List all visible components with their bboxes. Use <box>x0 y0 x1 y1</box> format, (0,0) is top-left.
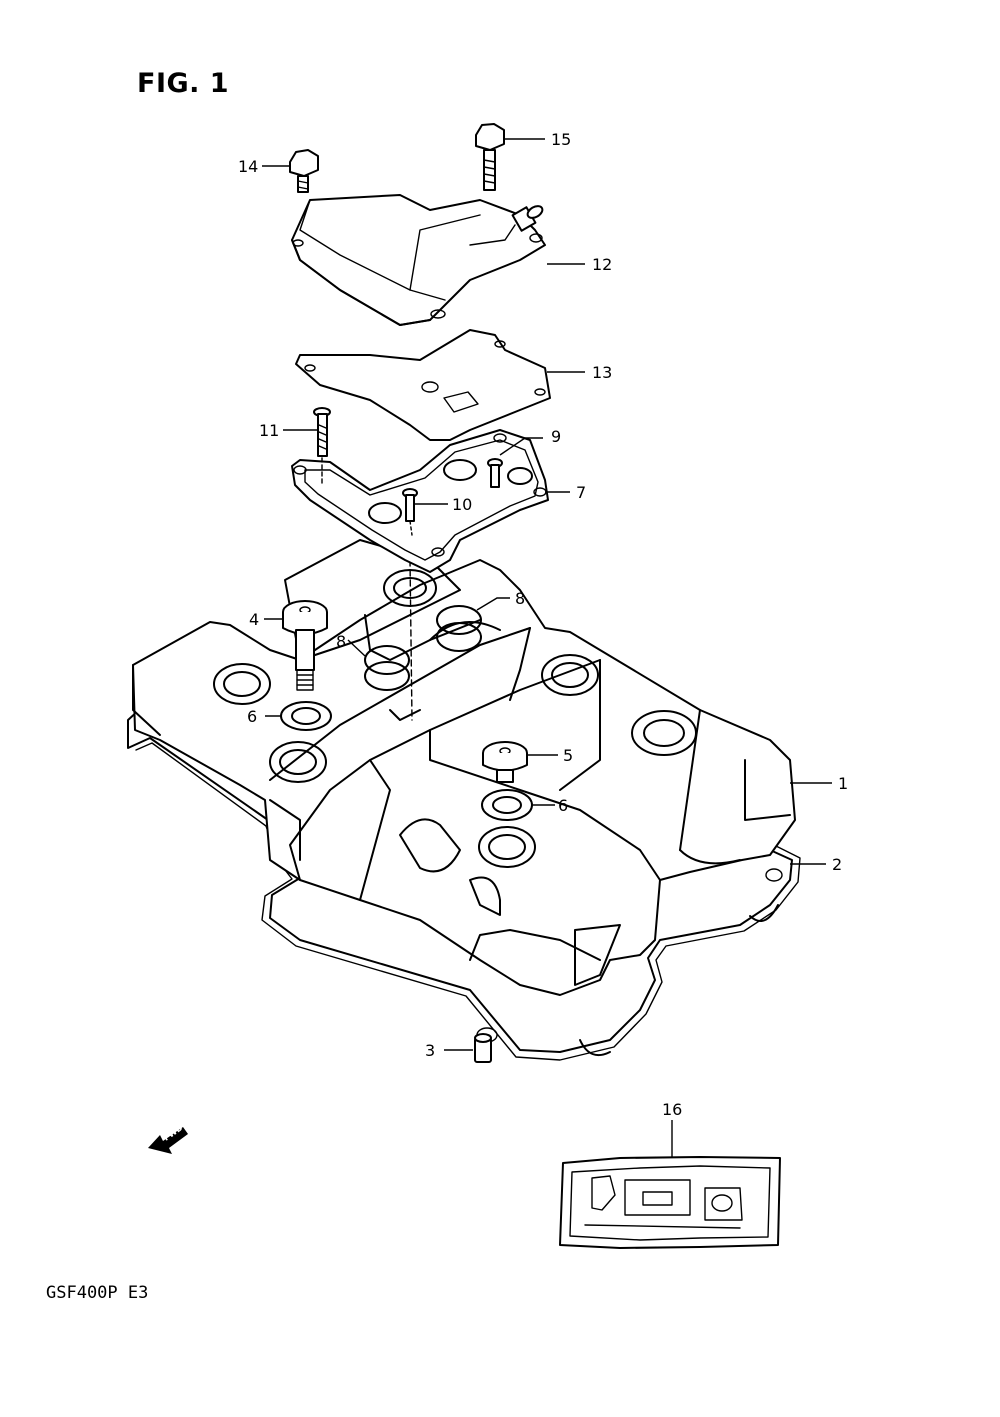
callout-16: 16 <box>662 1100 682 1119</box>
model-code: GSF400P E3 <box>46 1283 149 1303</box>
callout-15: 15 <box>551 130 571 149</box>
grommet-part-6-right <box>481 789 533 821</box>
callout-8-lower: 8 <box>336 632 346 651</box>
bolt-part-15 <box>475 123 505 191</box>
o-ring-parts <box>364 605 482 691</box>
callout-12: 12 <box>592 255 612 274</box>
callout-10: 10 <box>452 495 472 514</box>
leader-lines <box>262 138 832 1157</box>
cylinder-head-cover <box>132 539 796 996</box>
callout-13: 13 <box>592 363 612 382</box>
screw-parts-9-10 <box>402 458 503 536</box>
bolt-part-4 <box>282 600 328 691</box>
screw-part-11 <box>313 407 331 486</box>
callout-9: 9 <box>551 427 561 446</box>
bolt-part-14 <box>289 149 319 193</box>
gasket-set-part-16 <box>559 1156 781 1249</box>
breather-gasket-part-13 <box>295 329 551 441</box>
dowel-pin-part-3 <box>474 1033 492 1063</box>
forward-direction-arrow-icon: FWD <box>148 1123 188 1154</box>
callout-11: 11 <box>259 421 279 440</box>
callout-8-upper: 8 <box>515 589 525 608</box>
callout-4: 4 <box>249 610 259 629</box>
callout-3: 3 <box>425 1041 435 1060</box>
figure-title: FIG. 1 <box>137 68 230 99</box>
callout-6-right: 6 <box>558 796 568 815</box>
callout-6-left: 6 <box>247 707 257 726</box>
callout-5: 5 <box>563 746 573 765</box>
breather-cover-part-12 <box>291 194 546 326</box>
callout-1: 1 <box>838 774 848 793</box>
callout-labels: 1 2 3 4 5 6 6 7 8 8 9 10 11 12 13 14 15 … <box>238 130 848 1119</box>
callout-2: 2 <box>832 855 842 874</box>
callout-14: 14 <box>238 157 258 176</box>
grommet-part-6-left <box>280 701 332 731</box>
callout-7: 7 <box>576 483 586 502</box>
breather-plate-part-7 <box>291 429 549 573</box>
bolt-part-5 <box>482 741 528 783</box>
